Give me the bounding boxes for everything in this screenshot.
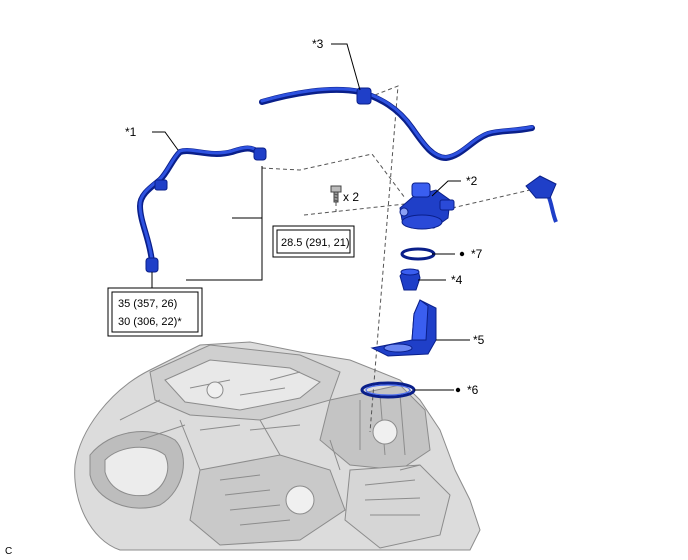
bullet-dot-6 (455, 387, 461, 393)
bullet-dot-7 (459, 251, 465, 257)
fuel-line-upper (259, 86, 535, 161)
pump-lifter (399, 268, 421, 291)
leader-lines (151, 43, 470, 391)
torque-box-pump (272, 225, 355, 258)
torque-value-pump: 28.5 (291, 21) (281, 237, 350, 249)
torque-value-line-1: 35 (357, 26) (118, 298, 177, 310)
callout-6: *6 (467, 383, 479, 397)
fuel-pump (399, 182, 455, 230)
bolt-icon (330, 185, 342, 203)
pump-insulator (370, 299, 437, 357)
engine-illustration (74, 341, 481, 551)
figure-code: C (5, 546, 12, 557)
callout-4: *4 (451, 273, 463, 287)
callout-3: *3 (312, 37, 324, 51)
callout-5: *5 (473, 333, 485, 347)
fuel-line-connector (525, 175, 558, 223)
callout-2: *2 (466, 174, 478, 188)
bolt-quantity: x 2 (343, 190, 359, 204)
torque-value-line-2: 30 (306, 22)* (118, 316, 182, 328)
callout-7: *7 (471, 247, 483, 261)
fuel-pipe (137, 145, 267, 273)
torque-box-line (107, 287, 203, 337)
o-ring (400, 247, 436, 261)
callout-1: *1 (125, 125, 137, 139)
